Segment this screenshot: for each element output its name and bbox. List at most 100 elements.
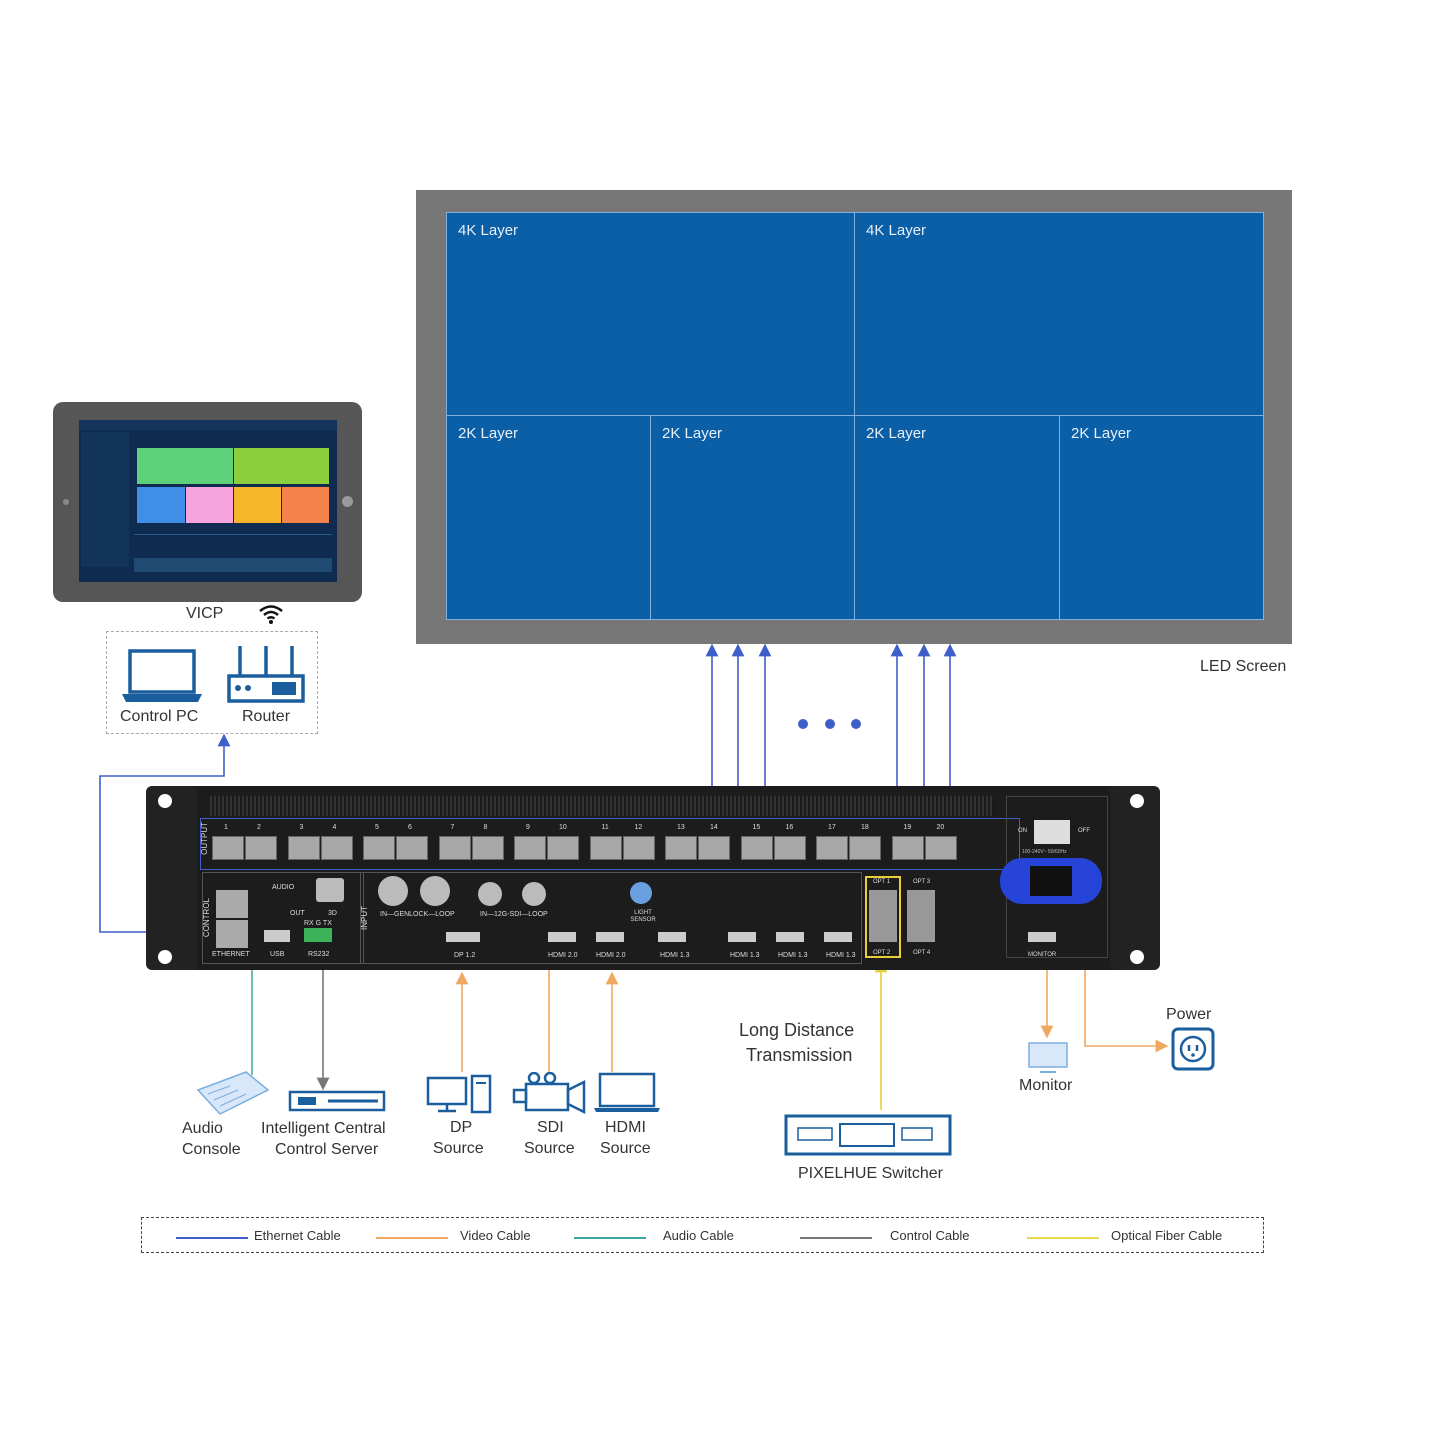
layer-2k-3: 2K Layer	[854, 415, 1060, 620]
output-rj45-port	[245, 836, 277, 860]
sdi-label: IN—12G-SDI—LOOP	[480, 911, 548, 918]
hdmi13-port-5	[776, 932, 804, 942]
layer-2k-2: 2K Layer	[650, 415, 855, 620]
opt4-label: OPT 4	[913, 950, 931, 956]
output-port-number: 18	[861, 824, 869, 831]
sdi-source-label-1: SDI	[537, 1119, 564, 1136]
output-rj45-port	[396, 836, 428, 860]
layer-label: 2K Layer	[662, 425, 723, 442]
audio-console-label-2: Console	[182, 1141, 241, 1158]
hdmi13-label-5: HDMI 1.3	[778, 952, 808, 959]
legend-line-fiber	[1027, 1237, 1099, 1239]
input-section	[360, 872, 862, 964]
tablet-screen	[79, 420, 337, 582]
output-rj45-port	[891, 836, 924, 860]
output-port-number: 2	[257, 824, 261, 831]
hdmi-source-label-1: HDMI	[605, 1119, 646, 1136]
3d-port	[316, 878, 344, 902]
output-rj45-port	[514, 836, 546, 860]
tablet-layer-lime	[234, 448, 329, 484]
monitor-icon	[1028, 1042, 1068, 1073]
legend-line-video	[376, 1237, 448, 1239]
rs232-label: RS232	[308, 951, 330, 958]
power-outlet-icon	[1171, 1027, 1215, 1071]
opt-1-2-ports	[869, 890, 897, 942]
tablet-layer-yellow	[234, 487, 281, 523]
pixelhue-switcher-icon	[784, 1114, 952, 1156]
power-inlet-socket	[1030, 866, 1072, 896]
vicp-label: VICP	[186, 605, 224, 622]
hdmi13-port-4	[728, 932, 756, 942]
long-distance-label-2: Transmission	[746, 1045, 853, 1065]
voltage-label: 100-240V~ 50/60Hz	[1022, 849, 1067, 855]
output-label: OUTPUT	[200, 822, 209, 855]
power-switch[interactable]	[1034, 820, 1070, 844]
output-rj45-port	[363, 836, 395, 860]
vent-top	[210, 796, 994, 816]
led-screen-panel: 4K Layer 4K Layer 2K Layer 2K Layer 2K L…	[446, 212, 1264, 620]
hdmi20-port-1	[548, 932, 576, 942]
sdi-camera-icon	[512, 1072, 586, 1114]
dp-label: DP 1.2	[454, 952, 476, 959]
output-rj45-port	[471, 836, 504, 860]
ethernet-label: ETHERNET	[212, 951, 250, 958]
genlock-label: IN—GENLOCK—LOOP	[380, 911, 455, 918]
dp-port	[446, 932, 480, 942]
output-rj45-port	[924, 836, 957, 860]
opt3-label: OPT 3	[913, 879, 931, 885]
layer-label: 2K Layer	[1071, 425, 1132, 442]
rack-hole	[158, 794, 172, 808]
tablet-layer-orange	[282, 487, 329, 523]
output-port-number: 19	[903, 824, 912, 831]
tablet-sidebar	[81, 432, 129, 567]
hdmi13-label-4: HDMI 1.3	[730, 952, 760, 959]
layer-label: 2K Layer	[866, 425, 927, 442]
tablet-camera	[63, 499, 69, 505]
rs232-terminal	[304, 928, 332, 942]
router-icon	[227, 646, 305, 703]
output-rj45-port	[438, 836, 471, 860]
network-group	[106, 631, 318, 734]
usb-port	[264, 930, 290, 942]
tablet-layer-green	[137, 448, 233, 484]
output-port-number: 15	[752, 824, 761, 831]
rack-ear-left	[146, 786, 198, 970]
hdmi13-label-3: HDMI 1.3	[660, 952, 690, 959]
output-rj45-port	[665, 836, 697, 860]
legend-line-control	[800, 1237, 872, 1239]
layer-4k-2: 4K Layer	[854, 212, 1264, 416]
output-rj45-port	[849, 836, 881, 860]
long-distance-label-1: Long Distance	[739, 1020, 855, 1040]
output-port-number: 3	[299, 824, 304, 831]
opt1-label: OPT 1	[873, 879, 891, 885]
cable-legend: Ethernet Cable Video Cable Audio Cable C…	[141, 1217, 1264, 1253]
control-pc-label: Control PC	[120, 708, 199, 725]
hdmi13-port-3	[658, 932, 686, 942]
output-port-number: 6	[408, 824, 412, 831]
3d-label: 3D	[328, 910, 337, 917]
usb-label: USB	[270, 951, 285, 958]
output-rj45-port	[622, 836, 655, 860]
output-rj45-port	[740, 836, 773, 860]
output-port-number: 17	[828, 824, 836, 831]
genlock-in-bnc	[378, 876, 408, 906]
output-rj45-port	[547, 836, 579, 860]
control-server-label-1: Intelligent Central	[261, 1120, 386, 1137]
hdmi13-label-6: HDMI 1.3	[826, 952, 856, 959]
tablet-layer-pink	[186, 487, 233, 523]
hdmi-laptop-icon	[594, 1072, 660, 1112]
light-sensor-port	[630, 882, 652, 904]
on-label: ON	[1018, 828, 1027, 834]
layer-2k-1: 2K Layer	[446, 415, 651, 620]
sdi-loop-bnc	[522, 882, 546, 906]
ellipsis-dots	[798, 719, 861, 729]
monitor-label: Monitor	[1019, 1077, 1073, 1094]
light-sensor-label: LIGHT SENSOR	[630, 910, 656, 923]
legend-item-audio: Audio Cable	[663, 1228, 734, 1243]
output-port-number: 4	[332, 824, 337, 831]
output-rj45-port	[816, 836, 848, 860]
output-rj45-port	[589, 836, 622, 860]
rack-hole	[1130, 794, 1144, 808]
output-port-number: 14	[710, 824, 718, 831]
